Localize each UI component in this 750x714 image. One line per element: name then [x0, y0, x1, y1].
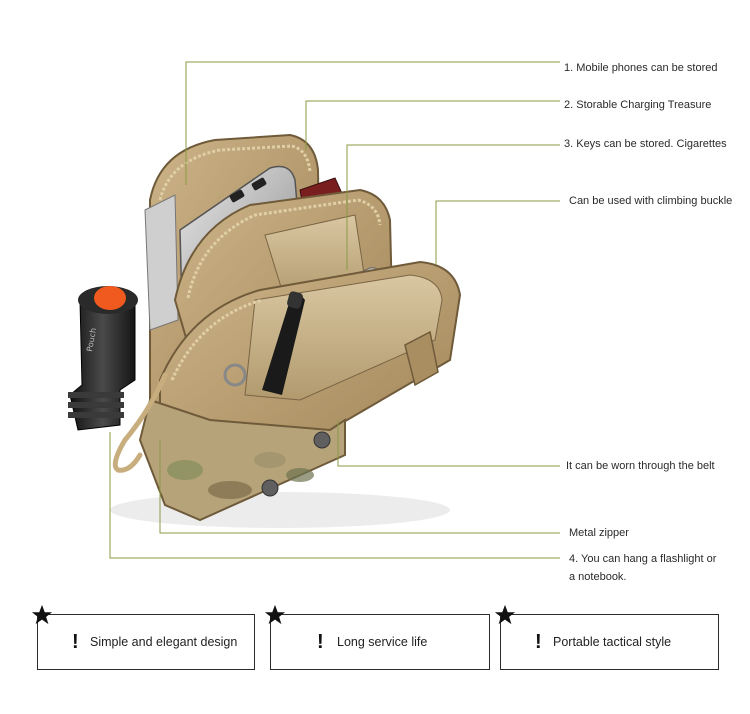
star-icon	[494, 604, 516, 625]
leader-line-7	[109, 432, 560, 559]
feature-box-tactical: ! Portable tactical style	[500, 614, 719, 670]
zipper-pull	[112, 372, 168, 473]
pen-image	[262, 291, 305, 395]
leader-lines	[109, 61, 560, 559]
callout-keys-cigarettes: 3. Keys can be stored. Cigarettes	[564, 138, 727, 150]
leader-line-6	[159, 440, 560, 534]
leader-line-4	[435, 200, 560, 265]
leader-line-3	[346, 144, 560, 270]
callout-charging-treasure: 2. Storable Charging Treasure	[564, 99, 712, 111]
snap-button	[261, 479, 279, 497]
exclamation-icon: !	[72, 631, 79, 653]
callout-climbing-buckle: Can be used with climbing buckle	[569, 195, 733, 207]
callout-mobile-phones: 1. Mobile phones can be stored	[564, 62, 718, 74]
callout-flashlight-line1: 4. You can hang a flashlight or	[569, 553, 717, 565]
exclamation-icon: !	[317, 631, 324, 653]
climbing-buckle-strap	[404, 330, 439, 387]
leader-line-1	[185, 61, 560, 185]
keys-image	[223, 363, 247, 387]
feature-label: Portable tactical style	[553, 635, 672, 649]
snap-button	[313, 431, 331, 449]
callout-metal-zipper: Metal zipper	[569, 527, 629, 539]
star-icon	[31, 604, 53, 625]
feature-box-service-life: ! Long service life	[270, 614, 490, 670]
callout-belt: It can be worn through the belt	[566, 460, 715, 472]
pouch-shadow	[110, 492, 450, 528]
exclamation-icon: !	[535, 631, 542, 653]
leader-line-5	[337, 420, 560, 467]
flashlight-image: Pouch	[68, 286, 138, 431]
flashlight-brand-text: Pouch	[85, 327, 98, 352]
feature-label: Simple and elegant design	[90, 635, 238, 649]
pouch-bottom-camo	[138, 398, 346, 522]
feature-label: Long service life	[337, 635, 428, 649]
callout-flashlight-line2: a notebook.	[569, 571, 627, 583]
star-icon	[264, 604, 286, 625]
feature-box-design: ! Simple and elegant design	[37, 614, 255, 670]
leader-line-2	[305, 100, 560, 150]
